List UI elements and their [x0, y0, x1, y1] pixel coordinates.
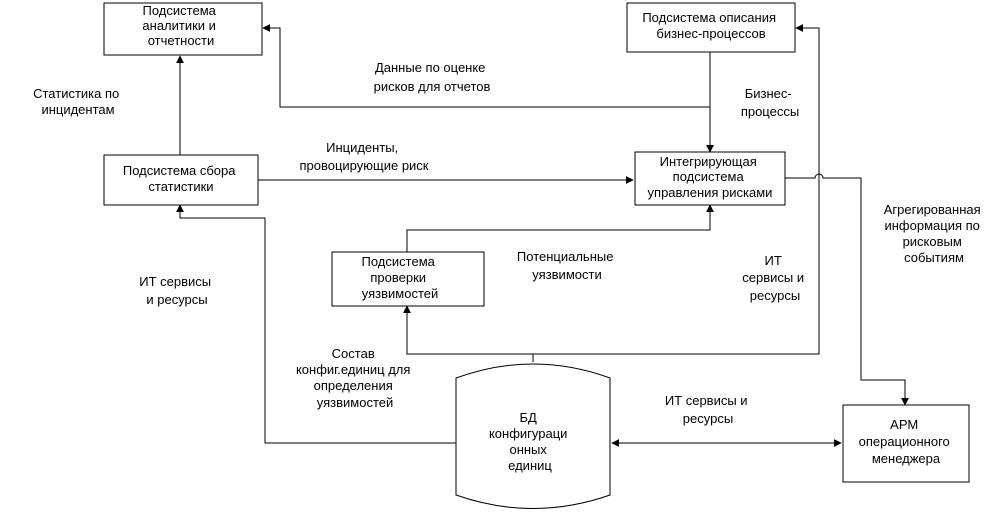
edge-db-to-stats: [176, 204, 456, 444]
node-bpm-box: [626, 2, 796, 53]
node-integr-box: [634, 151, 786, 206]
edge-vuln-to-integr: [406, 204, 714, 252]
node-arm-label: АРМ операционного менеджера: [859, 417, 954, 466]
node-stats-box: [103, 154, 259, 206]
edge-integr-to-analytics: [262, 24, 710, 108]
edge-label-it-left: ИТ сервисы и ресурсы: [139, 274, 215, 307]
edge-label-risk-data: Данные по оценке рисков для отчетов: [374, 60, 491, 94]
node-analytics-box: [103, 2, 263, 56]
node-integr-label: Интегрирующая подсистема управления риск…: [648, 154, 773, 200]
node-analytics-label: Подсистема аналитики и отчетности: [142, 3, 219, 48]
edge-label-business-processes: Бизнес- процессы: [741, 86, 799, 119]
edge-label-potential-vuln: Потенциальные уязвимости: [517, 249, 617, 282]
edge-label-it-right: ИТ сервисы и ресурсы: [742, 253, 807, 303]
edge-db-to-vuln: [403, 305, 534, 362]
edge-label-it-bottom: ИТ сервисы и ресурсы: [665, 393, 751, 426]
edge-label-incidents-risk: Инциденты, провоцирующие риск: [299, 140, 428, 173]
edge-label-config-set: Состав конфиг.единиц для определения уяз…: [296, 346, 414, 410]
edge-db-to-bpm: [533, 24, 820, 355]
node-db-cylinder: [455, 363, 611, 509]
node-bpm-label: Подсистема описания бизнес-процессов: [642, 10, 779, 41]
node-stats-label: Подсистема сбора статистики: [123, 163, 239, 194]
node-db-label: БД конфигураци онных единиц: [489, 410, 571, 473]
edge-integr-to-arm: [785, 173, 909, 406]
edge-label-aggregated: Агрегированная информация по рисковым со…: [884, 202, 985, 265]
edge-label-stats-incidents: Статистика по инцидентам: [33, 86, 123, 117]
node-vuln-label: Подсистема проверки уязвимостей: [362, 254, 439, 301]
node-arm-box: [842, 404, 970, 483]
node-vuln-box: [331, 251, 485, 307]
